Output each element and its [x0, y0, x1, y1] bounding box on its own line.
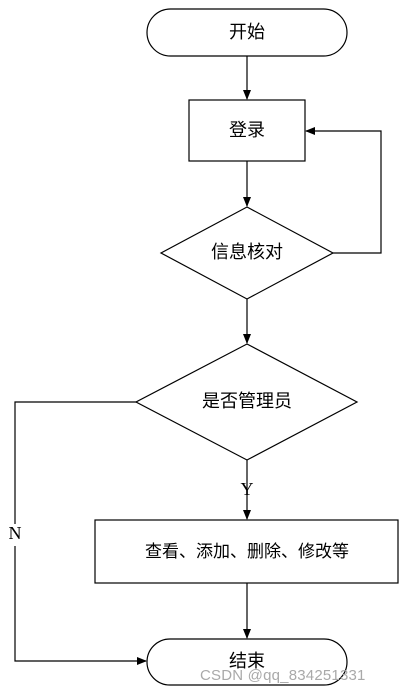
actions-label: 查看、添加、删除、修改等 [145, 542, 349, 562]
end-label: 结束 [229, 651, 265, 672]
edge-yes-label: Y [241, 479, 254, 499]
login-process [188, 99, 306, 162]
end-terminator [146, 638, 348, 686]
edge-no-label-bg [6, 524, 26, 546]
verify-label: 信息核对 [211, 242, 283, 263]
edge-no-label: N [9, 523, 22, 543]
actions-process [94, 519, 399, 584]
start-label: 开始 [229, 22, 265, 43]
login-label: 登录 [229, 120, 265, 141]
admin-label: 是否管理员 [202, 391, 292, 412]
watermark-text: CSDN @qq_834251331 [200, 667, 366, 684]
edge-verify-loop-to-login [305, 127, 382, 254]
